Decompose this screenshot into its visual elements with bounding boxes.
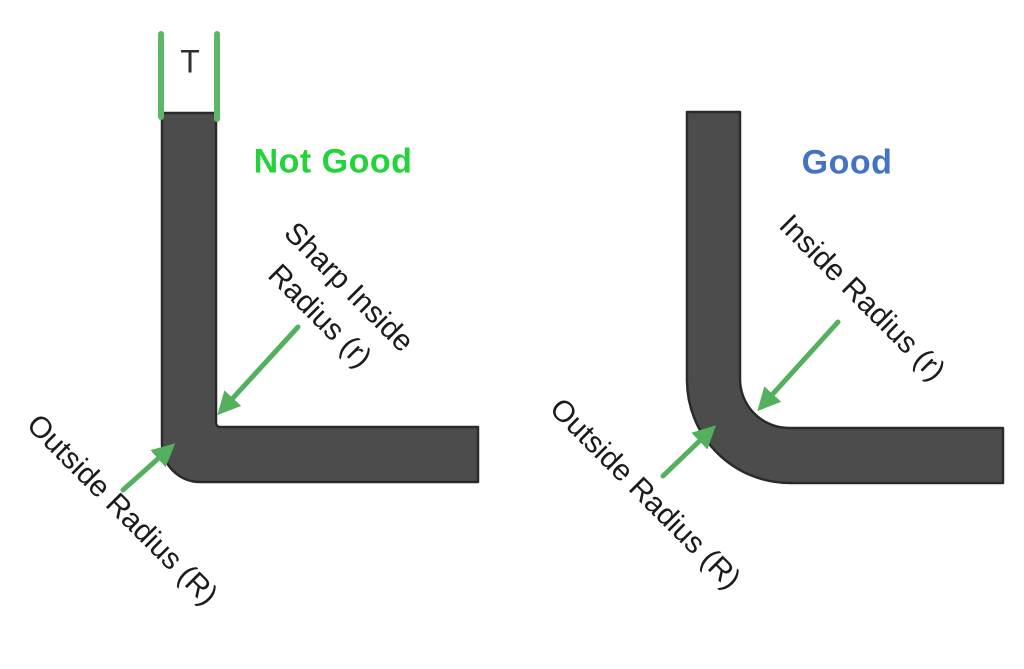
not-good-verdict-label: Not Good (253, 142, 413, 181)
good-verdict-label: Good (801, 143, 893, 182)
sharp-inside-radius-arrow-icon (217, 324, 301, 416)
thickness-label: T (180, 43, 200, 80)
left-outside-radius-arrow-icon (120, 443, 176, 493)
inside-radius-arrow-icon (757, 319, 841, 412)
right-outside-radius-arrow-icon (660, 425, 716, 479)
right-bend-shape (685, 110, 1005, 485)
